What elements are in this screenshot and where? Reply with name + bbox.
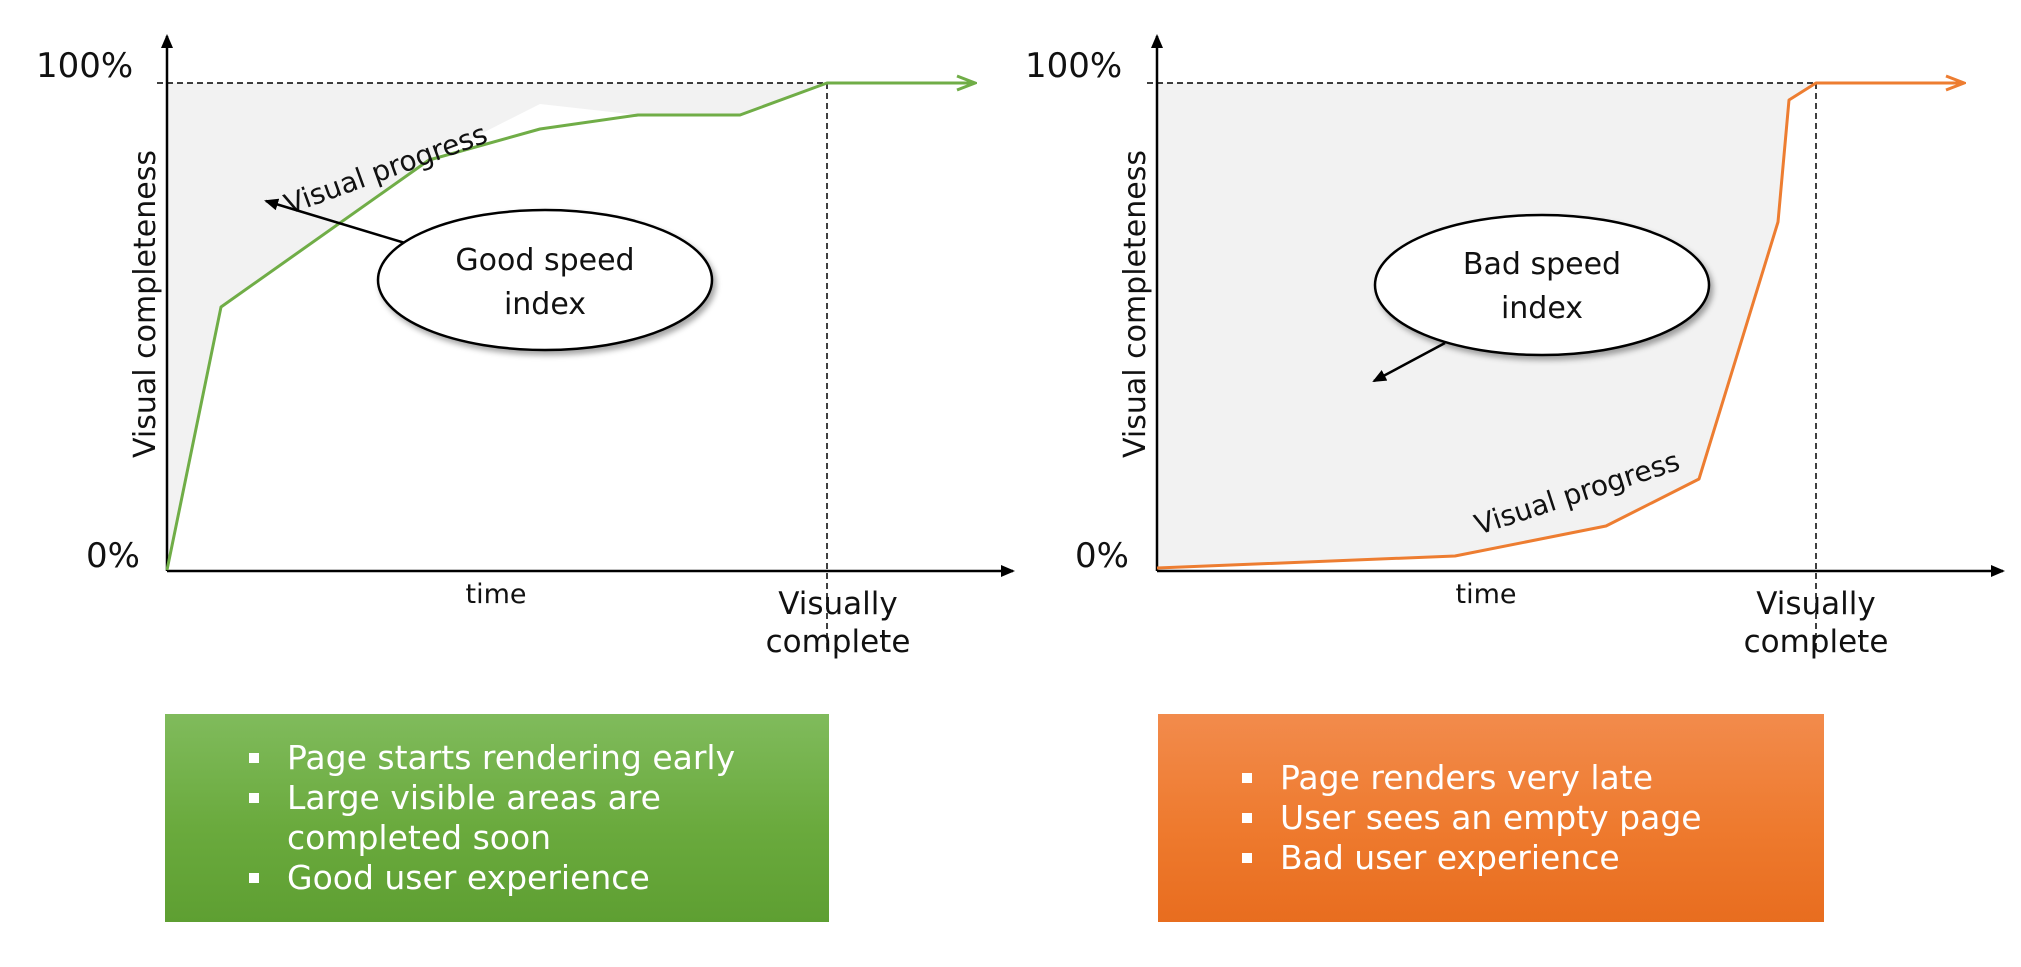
good-summary-item: Good user experience <box>241 858 829 898</box>
bad-summary-item: Bad user experience <box>1234 838 1824 878</box>
bad-x-axis-label: time <box>1455 579 1516 610</box>
good-summary-text: Page starts rendering early <box>287 738 736 777</box>
good-y-bottom-label: 0% <box>86 536 140 576</box>
bad-speed-chart: 100% 0% Visual completeness time Visuall… <box>1025 34 2005 660</box>
bullet-icon <box>249 753 259 763</box>
bad-summary-text: Page renders very late <box>1280 758 1653 797</box>
good-summary-item: Large visible areas are <box>241 778 829 818</box>
bad-summary-item: Page renders very late <box>1234 758 1824 798</box>
bad-y-axis-label: Visual completeness <box>1118 150 1153 458</box>
bad-summary-text: User sees an empty page <box>1280 798 1702 837</box>
good-callout-line2: index <box>504 287 586 322</box>
good-summary-item: Page starts rendering early <box>241 738 829 778</box>
bad-callout-bubble <box>1373 213 1711 357</box>
good-callout-line1: Good speed <box>455 243 634 278</box>
bad-visually-complete-label-line1: Visually <box>1756 586 1876 622</box>
good-summary-item-continued: completed soon <box>241 818 829 858</box>
good-callout-bubble <box>376 208 714 352</box>
good-progress-curve <box>165 83 975 571</box>
bad-callout-pointer <box>1372 341 1446 383</box>
good-speed-chart: 100% 0% Visual completeness time Visuall… <box>36 34 1015 660</box>
bullet-icon <box>1242 773 1252 783</box>
bad-y-bottom-label: 0% <box>1075 536 1129 576</box>
bad-summary-box: Page renders very late User sees an empt… <box>1158 714 1824 922</box>
bullet-icon <box>1242 853 1252 863</box>
bad-y-top-label: 100% <box>1025 46 1122 86</box>
bad-callout-line2: index <box>1501 291 1583 326</box>
bad-summary-text: Bad user experience <box>1280 838 1620 877</box>
bad-callout-line1: Bad speed <box>1463 247 1621 282</box>
good-callout-pointer <box>264 198 406 245</box>
bad-visually-complete-label-line2: complete <box>1744 624 1889 660</box>
bullet-icon <box>249 793 259 803</box>
good-summary-text: completed soon <box>287 818 552 857</box>
good-summary-text: Good user experience <box>287 858 650 897</box>
good-x-axis-label: time <box>465 579 526 610</box>
bad-summary-list: Page renders very late User sees an empt… <box>1234 758 1824 878</box>
good-y-axis-label: Visual completeness <box>128 150 163 458</box>
bad-summary-item: User sees an empty page <box>1234 798 1824 838</box>
bullet-icon <box>249 873 259 883</box>
good-summary-text: Large visible areas are <box>287 778 661 817</box>
good-summary-box: Page starts rendering early Large visibl… <box>165 714 829 922</box>
bullet-icon <box>1242 813 1252 823</box>
bad-progress-curve <box>1156 83 1964 570</box>
good-visually-complete-label-line2: complete <box>766 624 911 660</box>
good-summary-list: Page starts rendering early Large visibl… <box>241 738 829 898</box>
good-visually-complete-label-line1: Visually <box>778 586 898 622</box>
good-speed-index-area <box>167 83 825 570</box>
good-y-top-label: 100% <box>36 46 133 86</box>
